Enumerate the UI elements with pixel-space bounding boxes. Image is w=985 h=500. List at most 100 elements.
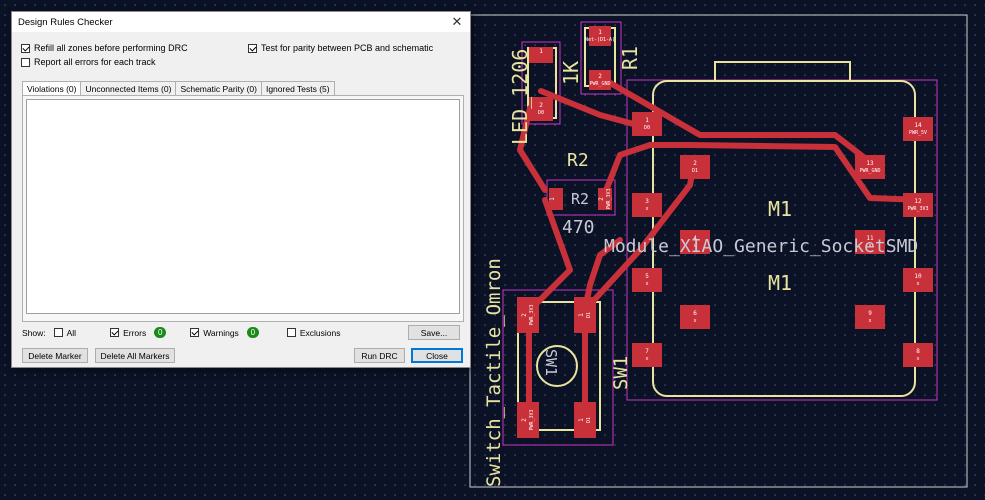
m1-pad-3[interactable] bbox=[632, 193, 662, 217]
run-drc-button[interactable]: Run DRC bbox=[354, 348, 405, 363]
pad-number-label: 2 bbox=[521, 418, 528, 422]
r2-pad-1[interactable] bbox=[549, 188, 563, 210]
pad-number-label: 1 bbox=[539, 48, 543, 55]
pad-net-label: PWR_3V3 bbox=[606, 188, 612, 209]
report-all-errors-option[interactable]: Report all errors for each track bbox=[21, 57, 156, 67]
m1-pad-7[interactable] bbox=[632, 343, 662, 367]
delete-marker-button[interactable]: Delete Marker bbox=[22, 348, 88, 363]
pad-number-label: 5 bbox=[645, 273, 649, 280]
pad-net-label: PWR_3V3 bbox=[529, 409, 535, 430]
m1-pad-4[interactable] bbox=[680, 230, 710, 254]
show-all-option[interactable]: All bbox=[53, 327, 77, 338]
pad-number-label: 2 bbox=[539, 102, 543, 109]
report-all-errors-checkbox[interactable] bbox=[21, 57, 30, 67]
led-pad-2[interactable] bbox=[529, 97, 553, 121]
show-all-checkbox[interactable] bbox=[53, 328, 63, 337]
test-parity-option[interactable]: Test for parity between PCB and schemati… bbox=[248, 43, 433, 53]
pad-net-label: PWR_3V3 bbox=[529, 304, 535, 325]
delete-all-markers-button[interactable]: Delete All Markers bbox=[95, 348, 175, 363]
refill-zones-label: Refill all zones before performing DRC bbox=[34, 43, 188, 53]
led-pad-1[interactable] bbox=[529, 47, 553, 63]
m1-pad-14[interactable] bbox=[903, 117, 933, 141]
pad-number-label: 9 bbox=[868, 310, 872, 317]
sw1-pad-1[interactable] bbox=[574, 297, 596, 333]
pad-net-label: x bbox=[645, 356, 648, 362]
test-parity-label: Test for parity between PCB and schemati… bbox=[261, 43, 434, 53]
tab-panel bbox=[22, 95, 464, 322]
led-value-label: LED_1206 bbox=[508, 49, 532, 145]
show-all-label: All bbox=[66, 327, 77, 338]
r1-value-label: 1K bbox=[559, 61, 583, 85]
pad-net-label: x bbox=[645, 206, 648, 212]
show-filter-row: Show: All Errors 0 Warnings 0 Exclusions bbox=[22, 327, 340, 338]
r1-pad-1[interactable] bbox=[589, 26, 611, 46]
courtyards bbox=[502, 21, 938, 446]
pad-number-label: 2 bbox=[598, 197, 605, 201]
m1-pad-9[interactable] bbox=[855, 305, 885, 329]
pad-net-label: D0 bbox=[644, 125, 650, 131]
sw1-pad-2[interactable] bbox=[517, 402, 539, 438]
pad-number-label: 2 bbox=[598, 73, 602, 80]
pad-number-label: 6 bbox=[693, 310, 697, 317]
show-errors-label: Errors bbox=[123, 327, 147, 338]
pad-net-label: Net-(D1-A) bbox=[585, 37, 615, 43]
pad-net-label: x bbox=[693, 243, 696, 249]
r1-pad-2[interactable] bbox=[589, 70, 611, 90]
copper-tracks bbox=[517, 77, 928, 413]
m1-pad-13[interactable] bbox=[855, 155, 885, 179]
pad-number-label: 11 bbox=[866, 235, 874, 242]
m1-pad-2[interactable] bbox=[680, 155, 710, 179]
test-parity-checkbox[interactable] bbox=[248, 43, 257, 53]
show-warnings-checkbox[interactable] bbox=[190, 328, 200, 337]
pad-number-label: 7 bbox=[645, 348, 649, 355]
show-label: Show: bbox=[22, 327, 46, 338]
report-all-errors-label: Report all errors for each track bbox=[34, 57, 156, 67]
drc-dialog: Design Rules Checker ✕ Refill all zones … bbox=[11, 11, 471, 368]
pad-number-label: 8 bbox=[916, 348, 920, 355]
m1-pad-1[interactable] bbox=[632, 112, 662, 136]
show-warnings-label: Warnings bbox=[203, 327, 239, 338]
pad-number-label: 14 bbox=[914, 122, 922, 129]
show-warnings-option[interactable]: Warnings 0 bbox=[190, 327, 259, 338]
m1-pad-6[interactable] bbox=[680, 305, 710, 329]
m1-pad-5[interactable] bbox=[632, 268, 662, 292]
show-exclusions-checkbox[interactable] bbox=[286, 328, 296, 337]
pad-net-label: PWR_5V bbox=[909, 130, 927, 136]
pad-net-label: x bbox=[868, 243, 871, 249]
refill-zones-option[interactable]: Refill all zones before performing DRC bbox=[21, 43, 188, 53]
pad-number-label: 1 bbox=[578, 313, 585, 317]
show-exclusions-option[interactable]: Exclusions bbox=[286, 328, 340, 338]
tab-schematic-parity[interactable]: Schematic Parity (0) bbox=[175, 81, 262, 96]
pad-number-label: 1 bbox=[549, 197, 556, 201]
m1-pad-8[interactable] bbox=[903, 343, 933, 367]
r2-pad-2[interactable] bbox=[598, 188, 612, 210]
pad-net-label: x bbox=[645, 281, 648, 287]
m1-pad-12[interactable] bbox=[903, 193, 933, 217]
save-button[interactable]: Save... bbox=[408, 325, 460, 340]
show-errors-checkbox[interactable] bbox=[110, 328, 120, 337]
m1-pad-10[interactable] bbox=[903, 268, 933, 292]
sw1-pad-2[interactable] bbox=[517, 297, 539, 333]
m1-ref-label: M1 bbox=[768, 197, 792, 221]
pad-net-label: x bbox=[916, 356, 919, 362]
warnings-count-badge: 0 bbox=[246, 327, 259, 338]
pad-net-label: x bbox=[693, 318, 696, 324]
pad-number-label: 1 bbox=[598, 29, 602, 36]
tab-ignored-tests[interactable]: Ignored Tests (5) bbox=[260, 81, 335, 96]
tab-unconnected-items[interactable]: Unconnected Items (0) bbox=[80, 81, 177, 96]
show-errors-option[interactable]: Errors 0 bbox=[110, 327, 167, 338]
refill-zones-checkbox[interactable] bbox=[21, 43, 30, 53]
close-button[interactable]: Close bbox=[411, 348, 463, 363]
violations-list[interactable] bbox=[26, 99, 460, 314]
errors-count-badge: 0 bbox=[154, 327, 167, 338]
pad-net-label: D1 bbox=[692, 168, 698, 174]
r2-value-label: 470 bbox=[562, 217, 595, 238]
pad-number-label: 2 bbox=[693, 160, 697, 167]
pad-number-label: 13 bbox=[866, 160, 874, 167]
m1-pad-11[interactable] bbox=[855, 230, 885, 254]
pad-number-label: 3 bbox=[645, 198, 649, 205]
close-icon[interactable]: ✕ bbox=[451, 14, 463, 29]
sw1-pad-1[interactable] bbox=[574, 402, 596, 438]
m1-ref-fab-label: M1 bbox=[768, 271, 792, 295]
pad-net-label: D1 bbox=[586, 417, 592, 423]
